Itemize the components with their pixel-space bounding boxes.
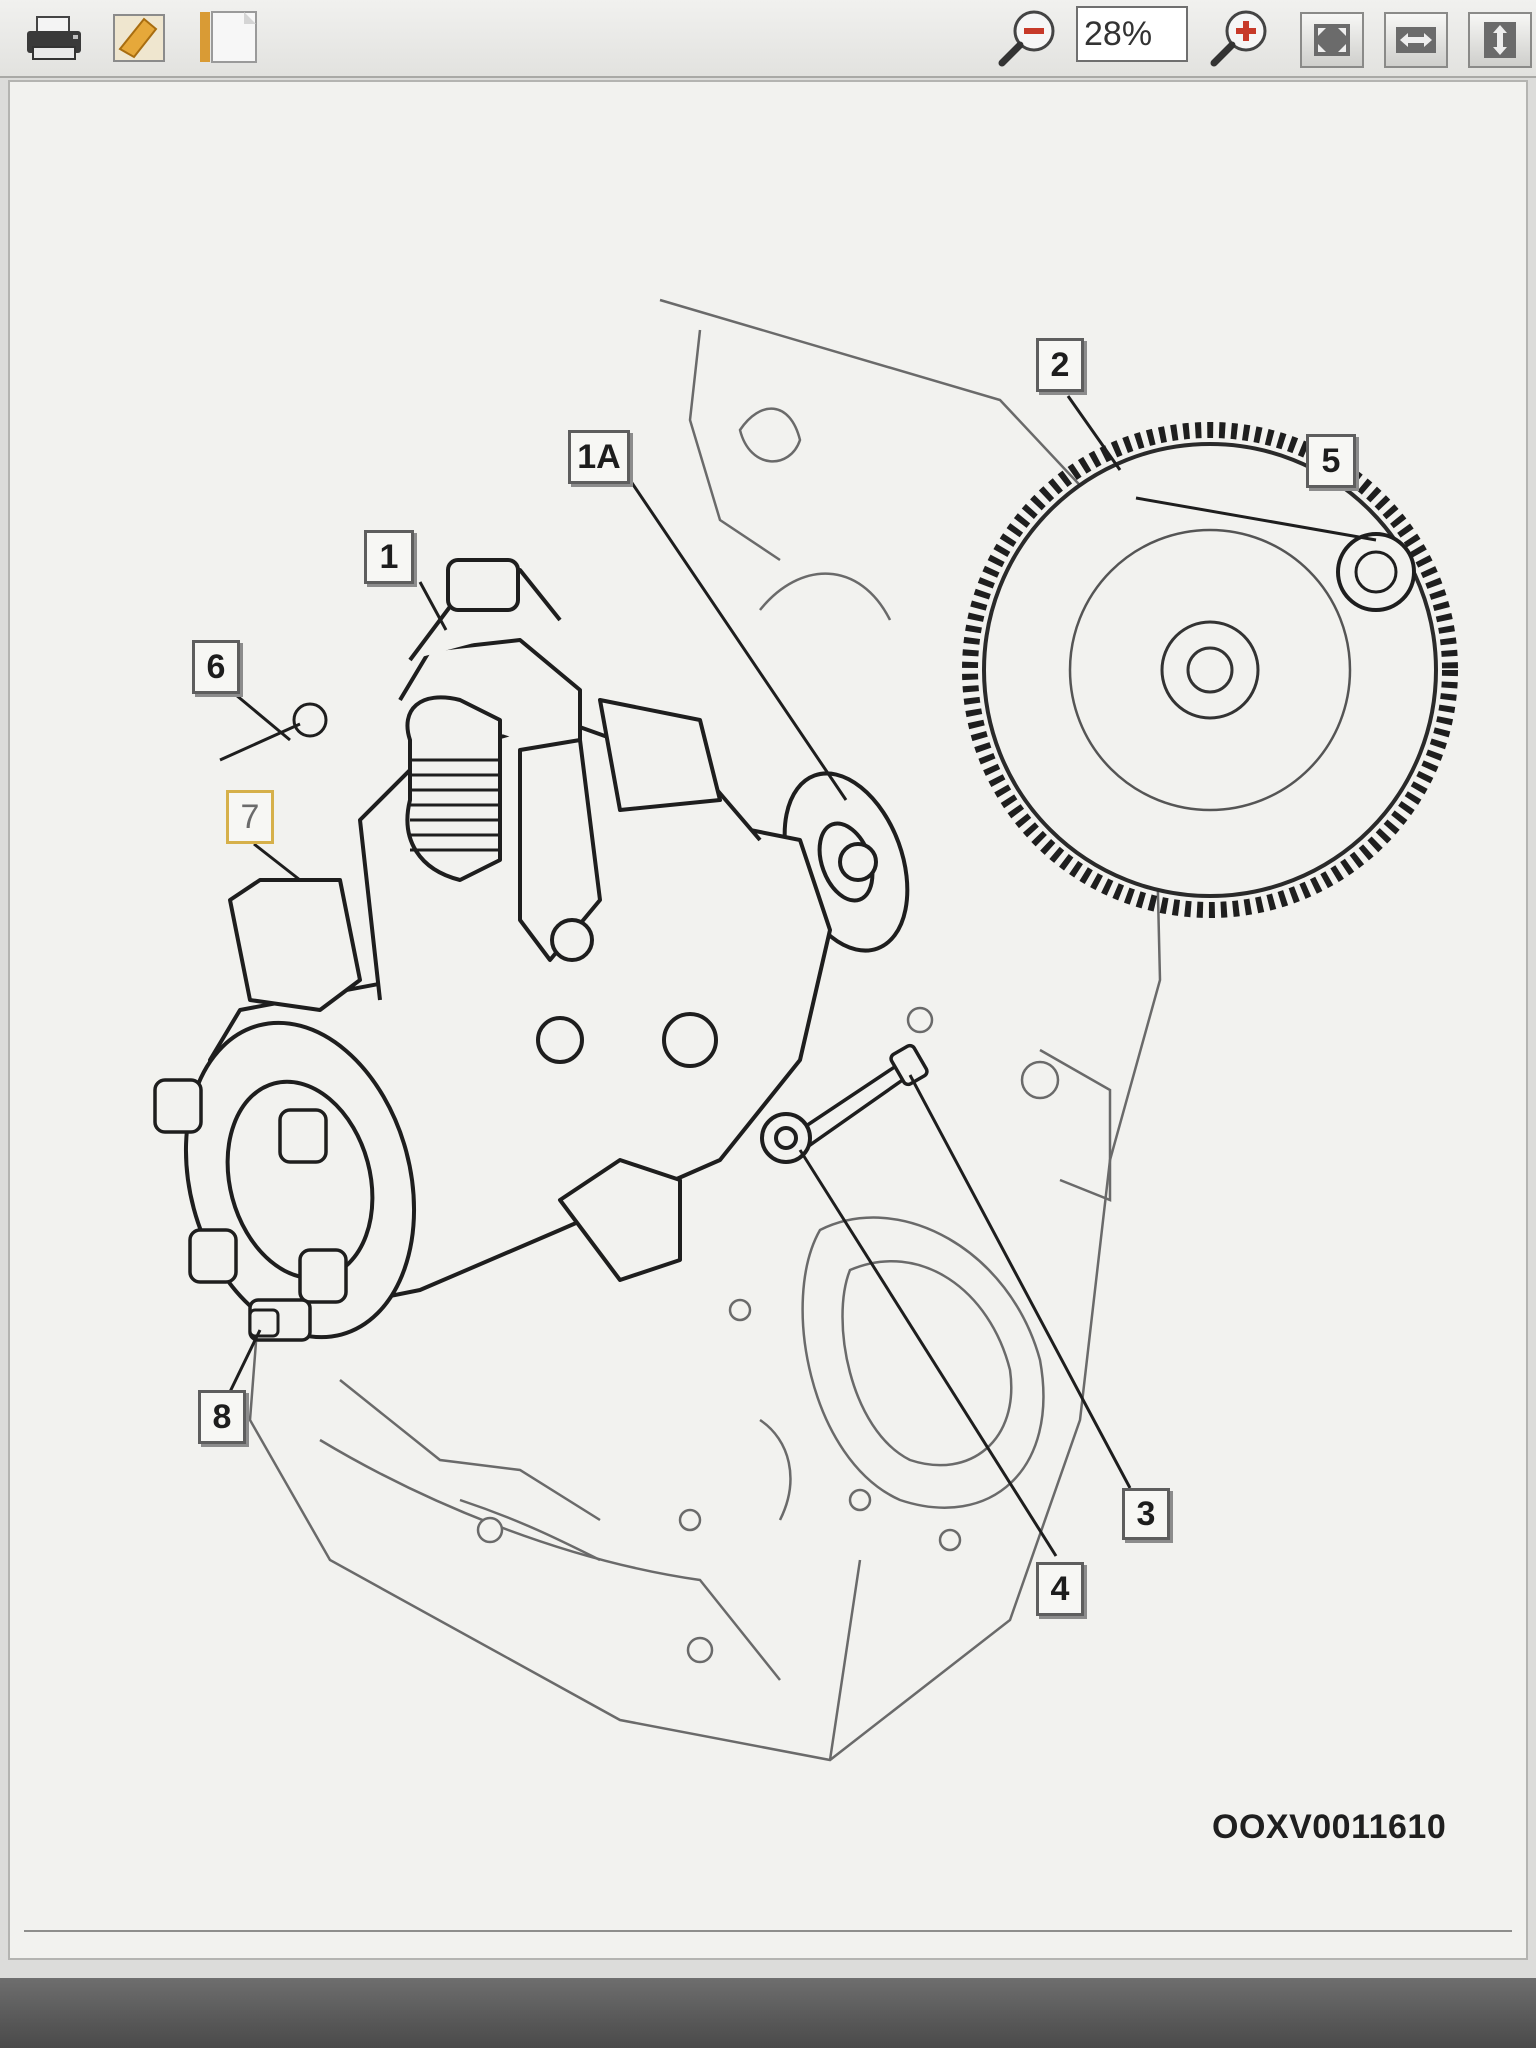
- callout-leaders: [224, 395, 1377, 1557]
- bottom-frame: [0, 1978, 1536, 2048]
- viewer-toolbar: 28%: [0, 0, 1536, 78]
- zoom-out-button[interactable]: [994, 8, 1064, 67]
- mounting-washer: [760, 1112, 812, 1164]
- zoom-in-button[interactable]: [1206, 8, 1276, 67]
- pump-outlet-fittings: [153, 1078, 348, 1342]
- canvas-divider: [24, 1930, 1512, 1932]
- zoom-level-field[interactable]: 28%: [1076, 6, 1188, 62]
- banjo-screw: [219, 702, 328, 762]
- zoom-out-icon: [998, 10, 1055, 67]
- callout-7[interactable]: 7: [226, 790, 274, 844]
- page-button[interactable]: [194, 8, 266, 66]
- pump-bolt: [248, 1308, 280, 1338]
- fuel-injection-pump: [183, 558, 878, 1340]
- callout-1[interactable]: 1: [364, 530, 414, 584]
- governor-spring: [410, 758, 500, 852]
- gear-nut: [1336, 532, 1416, 612]
- callout-5[interactable]: 5: [1306, 434, 1356, 488]
- fit-page-icon: [1314, 24, 1350, 56]
- page-icon: [200, 11, 257, 63]
- fit-width-button[interactable]: [1384, 12, 1448, 68]
- zoom-level-value: 28%: [1084, 14, 1153, 53]
- fit-height-icon: [1484, 22, 1516, 58]
- mounting-bolt: [797, 1043, 929, 1148]
- print-icon: [27, 16, 81, 60]
- drive-gear: [962, 422, 1458, 918]
- callout-6[interactable]: 6: [192, 640, 240, 694]
- callout-1a[interactable]: 1A: [568, 430, 630, 484]
- zoom-in-icon: [1210, 10, 1267, 67]
- callout-4[interactable]: 4: [1036, 1562, 1084, 1616]
- fit-page-button[interactable]: [1300, 12, 1364, 68]
- callout-3[interactable]: 3: [1122, 1488, 1170, 1540]
- housing-bolt-holes: [476, 702, 1060, 1664]
- print-button[interactable]: [18, 8, 90, 66]
- fit-width-icon: [1396, 27, 1436, 53]
- fit-height-button[interactable]: [1468, 12, 1532, 68]
- bookmark-button[interactable]: [104, 8, 176, 66]
- callout-8[interactable]: 8: [198, 1390, 246, 1444]
- callout-2[interactable]: 2: [1036, 338, 1084, 392]
- bookmark-icon: [113, 14, 165, 62]
- figure-id: OOXV0011610: [1212, 1808, 1447, 1846]
